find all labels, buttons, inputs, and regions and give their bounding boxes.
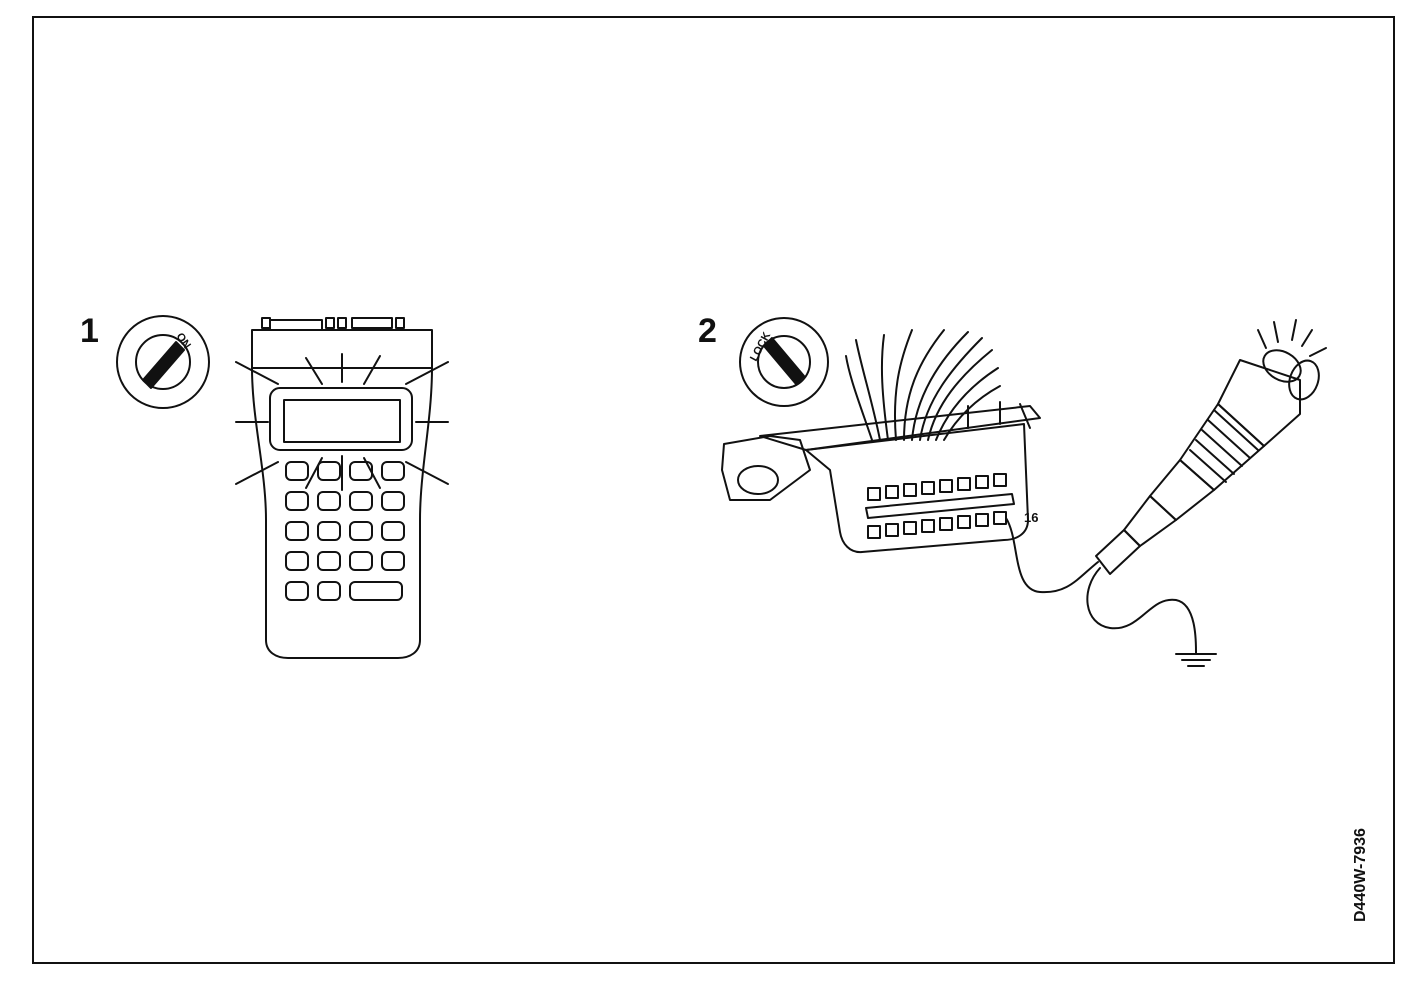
ground-symbol-icon [1175,651,1217,667]
step-1-number: 1 [80,312,99,350]
ignition-key-on-icon: ON [116,315,210,409]
step-2-number: 2 [698,312,717,350]
ignition-key-lock-icon: LOCK [739,317,829,407]
scan-tool-icon [235,317,449,659]
diagram-frame [32,16,1395,964]
test-light-icon [1086,319,1327,653]
reference-code: D440W-7936 [1352,828,1369,922]
dlc-connector-icon [721,329,1041,554]
pin-16-label: 16 [1024,510,1039,525]
probe-lead [1005,517,1099,594]
